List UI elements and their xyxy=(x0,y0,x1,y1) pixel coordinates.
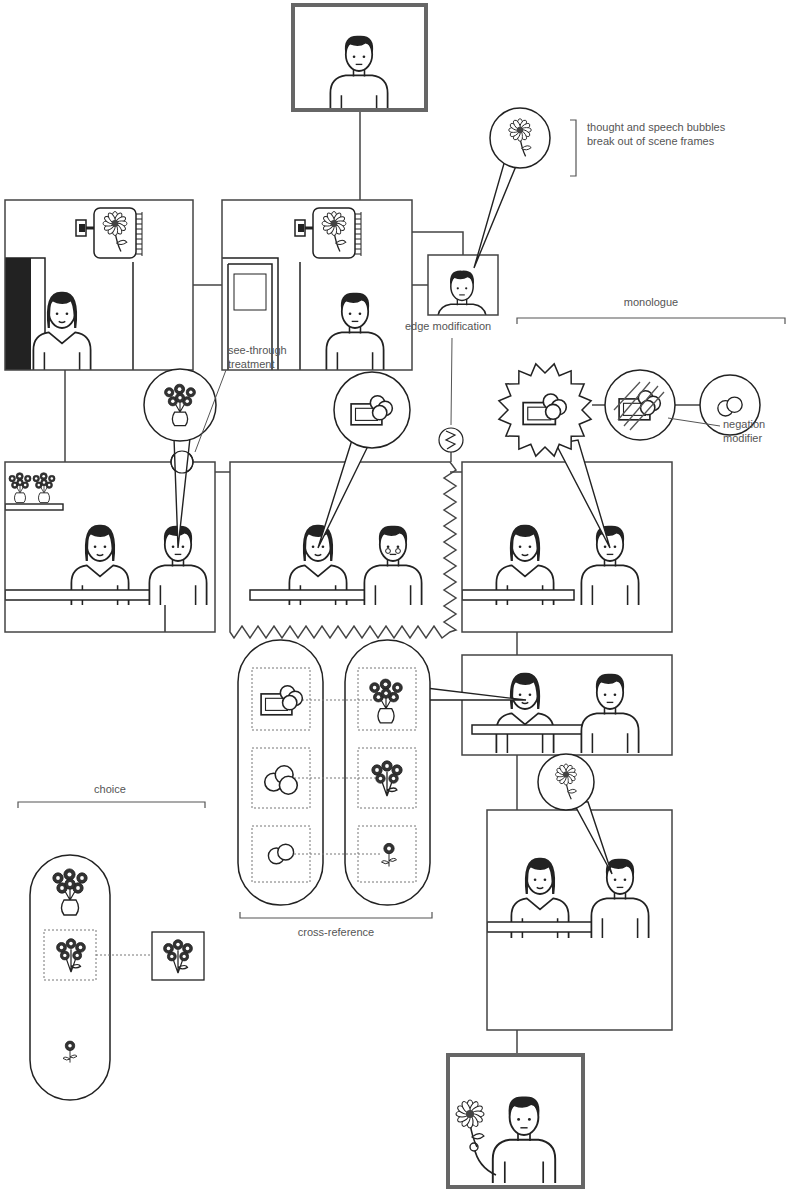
annotation-note: negation modifier xyxy=(723,418,789,446)
annotation-note: thought and speech bubbles break out of … xyxy=(587,121,737,149)
bracket-label: monologue xyxy=(551,296,751,310)
bracket-label: cross-reference xyxy=(246,926,426,940)
bracket-label: choice xyxy=(50,783,170,797)
annotation-note: see-through treatment xyxy=(228,344,308,372)
annotation-note: edge modification xyxy=(405,320,520,334)
